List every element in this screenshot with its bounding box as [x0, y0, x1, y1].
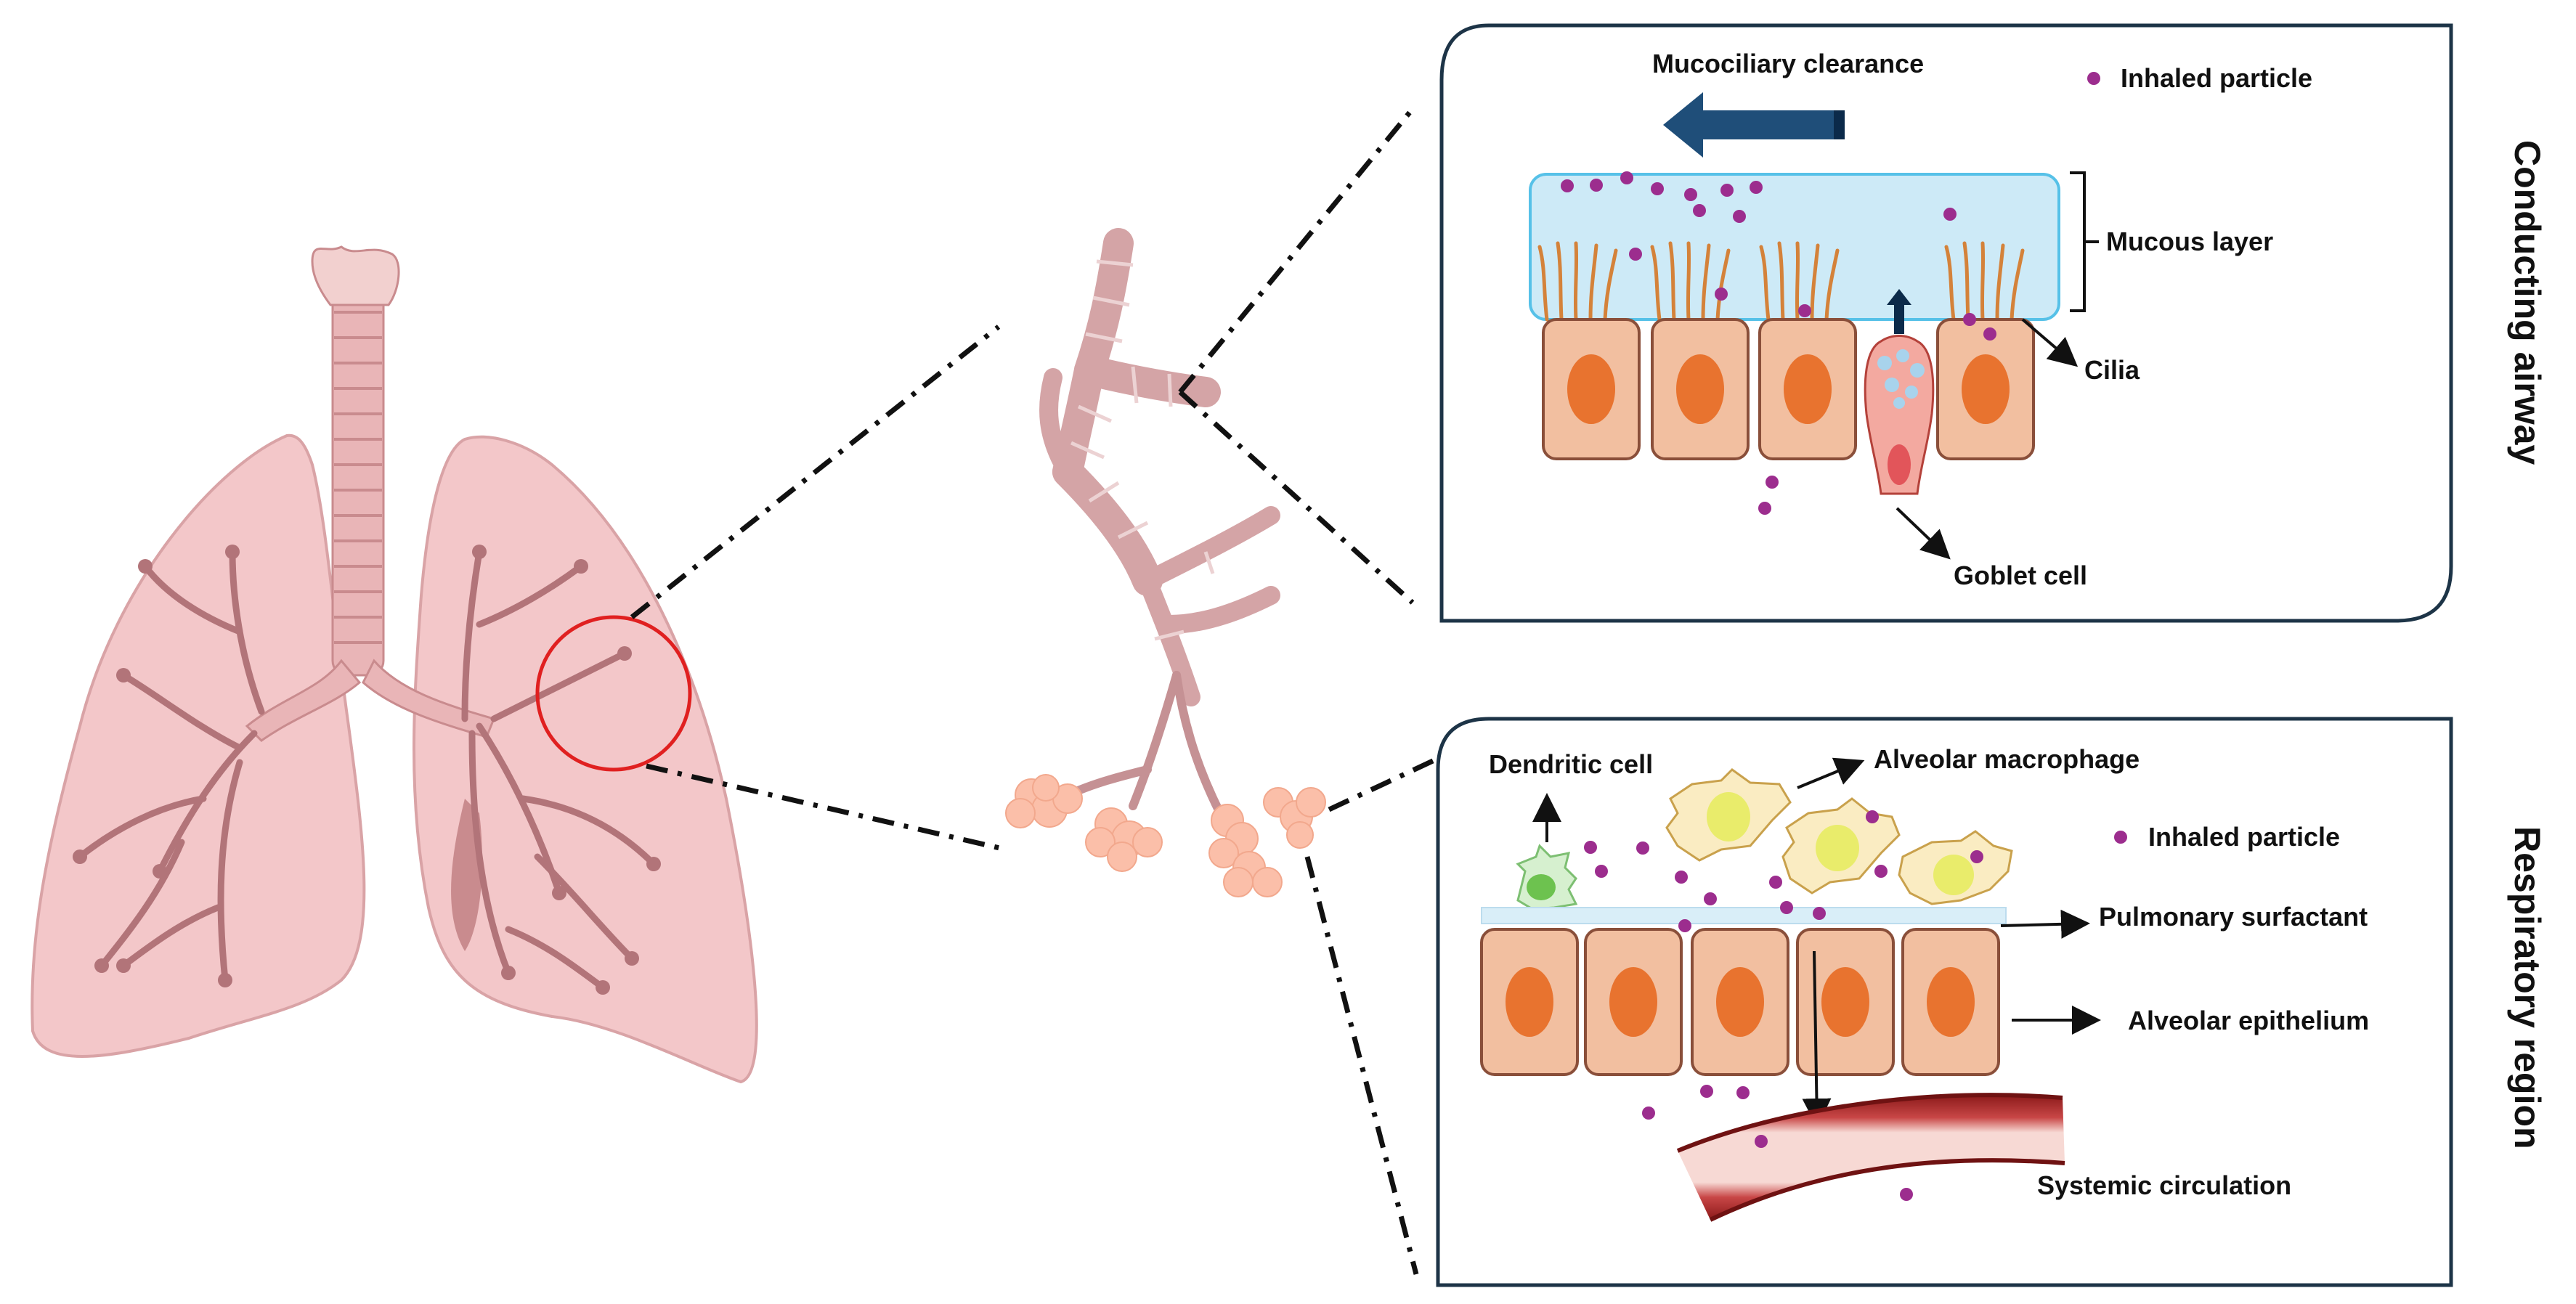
mucociliary-clearance-label: Mucociliary clearance — [1652, 49, 1924, 78]
respiratory-region-label: Respiratory region — [2507, 826, 2548, 1149]
alveolar-epithelial-cells — [1480, 928, 2000, 1076]
mucous-layer — [1529, 173, 2060, 321]
goblet-cell — [1864, 289, 1935, 495]
goblet-cell-label: Goblet cell — [1954, 561, 2087, 590]
conducting-airway-panel: Mucociliary clearance Inhaled particle — [1439, 23, 2548, 623]
lungs-illustration — [31, 245, 758, 1084]
dendritic-cell — [1516, 844, 1578, 910]
cilia-label: Cilia — [2084, 355, 2140, 385]
inhaled-particle-legend-dot-bottom — [2114, 831, 2127, 844]
pulmonary-surfactant-label: Pulmonary surfactant — [2099, 902, 2368, 932]
alveolar-sacs — [1005, 774, 1326, 897]
zoom-connectors — [630, 107, 1447, 1275]
right-lung-lobe — [31, 433, 366, 1058]
alveolar-epithelium-label: Alveolar epithelium — [2128, 1006, 2369, 1035]
mucociliary-clearance-arrow — [1663, 92, 1845, 158]
inhaled-particles-airway — [1561, 171, 1996, 515]
highlight-circle — [535, 615, 692, 772]
mucous-layer-bracket — [2070, 171, 2099, 312]
cilia — [1537, 241, 2025, 322]
respiratory-region-panel: Dendritic cell Alveolar macrophage Inhal… — [1436, 717, 2548, 1287]
inhaled-particle-legend-dot — [2087, 72, 2100, 85]
pulmonary-surfactant-layer — [1481, 907, 2007, 924]
conducting-airway-label: Conducting airway — [2507, 140, 2548, 465]
airway-branch-illustration — [1005, 228, 1326, 897]
systemic-circulation-label: Systemic circulation — [2037, 1170, 2291, 1200]
mucous-layer-label: Mucous layer — [2106, 227, 2273, 256]
alveolar-macrophage-label: Alveolar macrophage — [1874, 744, 2140, 774]
dendritic-cell-label: Dendritic cell — [1489, 749, 1653, 779]
blood-vessel — [1678, 1095, 2065, 1220]
ciliated-cells — [1542, 318, 2035, 460]
left-lung-lobe — [413, 435, 758, 1084]
inhaled-particles-alveolar — [1584, 810, 1983, 1201]
inhaled-particle-label-top: Inhaled particle — [2121, 63, 2312, 93]
inhaled-particle-label-bottom: Inhaled particle — [2148, 822, 2340, 852]
